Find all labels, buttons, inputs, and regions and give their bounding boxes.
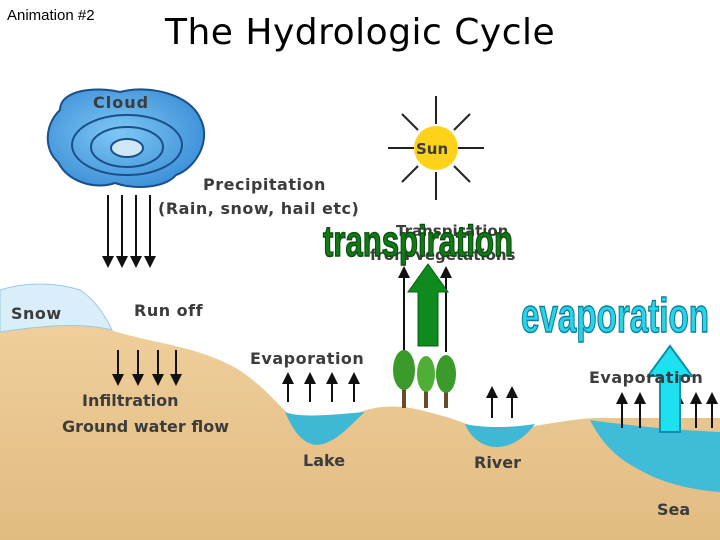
precipitation-detail-label: (Rain, snow, hail etc) [158,199,359,218]
sea-evaporation-label: Evaporation [589,368,703,387]
green-transpiration-arrow [407,263,449,347]
river-label: River [474,453,521,472]
lake-water [285,412,365,445]
sun [388,96,484,200]
transpiration-small-label-2: from vegetations [370,246,516,264]
river-water [465,424,535,448]
runoff-label: Run off [134,301,204,320]
trees [393,350,456,408]
river-evaporation-arrows [486,386,518,418]
lake-evaporation-arrows [282,372,360,402]
animation-label: Animation #2 [7,7,95,24]
transpiration-small-label-1: Transpiration [396,222,508,240]
lake-label: Lake [303,451,345,470]
sea-label: Sea [657,500,690,519]
transpiration-overlay: transpiration [323,217,513,266]
infiltration-arrows [112,350,182,386]
cloud [46,88,206,188]
snow-cap [0,283,113,333]
cloud-label: Cloud [93,93,149,112]
precipitation-label: Precipitation [203,175,326,194]
evaporation-overlay: evaporation [521,290,709,343]
snow-label: Snow [11,304,62,323]
slide-title: The Hydrologic Cycle [165,12,556,53]
groundwater-label: Ground water flow [62,417,229,436]
cyan-evaporation-arrow [646,344,694,433]
precipitation-arrows [102,195,156,268]
sea-water [590,420,720,492]
lake-evaporation-label: Evaporation [250,349,364,368]
infiltration-label: Infiltration [82,391,179,410]
transpiration-arrows [398,266,452,352]
sun-label: Sun [416,140,448,158]
